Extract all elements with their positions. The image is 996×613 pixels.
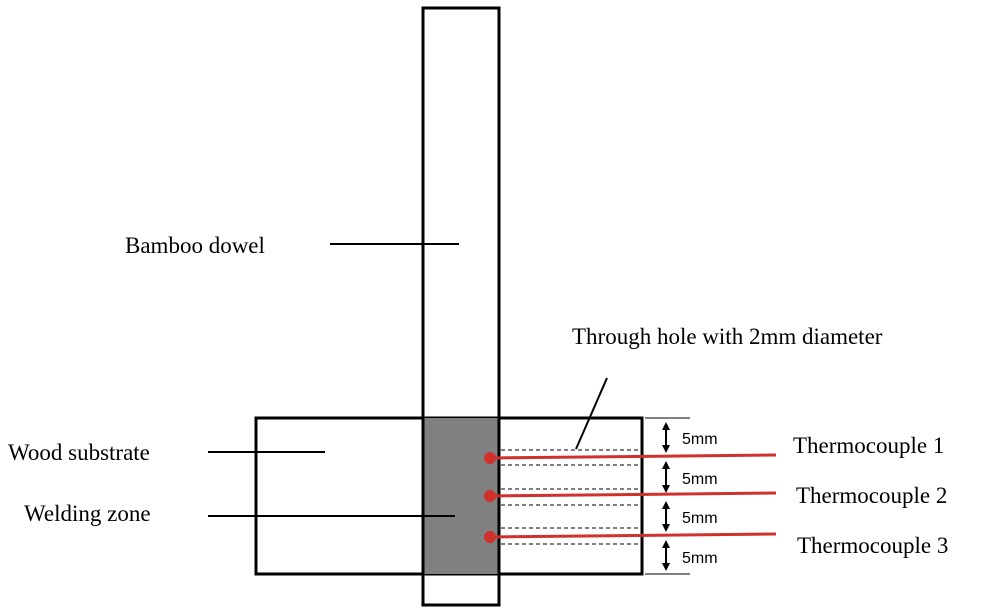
dimension-label-2: 5mm: [682, 471, 718, 488]
dimension-extensions: [645, 417, 690, 575]
dimension-label-3: 5mm: [682, 510, 718, 527]
thermocouple-3-tip: [484, 531, 496, 543]
dimension-label-1: 5mm: [682, 431, 718, 448]
bamboo-dowel-rect: [421, 6, 501, 607]
thermocouple-2-wire: [489, 491, 777, 498]
thermocouple-1-wire: [489, 453, 777, 460]
thermocouple-3-label: Thermocouple 3: [797, 533, 948, 558]
bamboo-dowel-label: Bamboo dowel: [125, 233, 265, 258]
thermocouple-1-label: Thermocouple 1: [793, 433, 944, 458]
through-hole-leader: [575, 377, 608, 450]
thermocouple-1-tip: [484, 452, 496, 464]
thermocouple-wires: [484, 452, 777, 543]
dimension-label-4: 5mm: [682, 550, 718, 567]
through-hole-label: Through hole with 2mm diameter: [572, 324, 883, 349]
thermocouple-2-tip: [484, 490, 496, 502]
through-holes: [501, 449, 640, 545]
leader-lines: [208, 243, 608, 517]
thermocouple-3-wire: [489, 532, 777, 539]
welding-zone-label: Welding zone: [24, 501, 151, 526]
wood-substrate-label: Wood substrate: [8, 440, 150, 465]
thermocouple-2-label: Thermocouple 2: [796, 483, 947, 508]
